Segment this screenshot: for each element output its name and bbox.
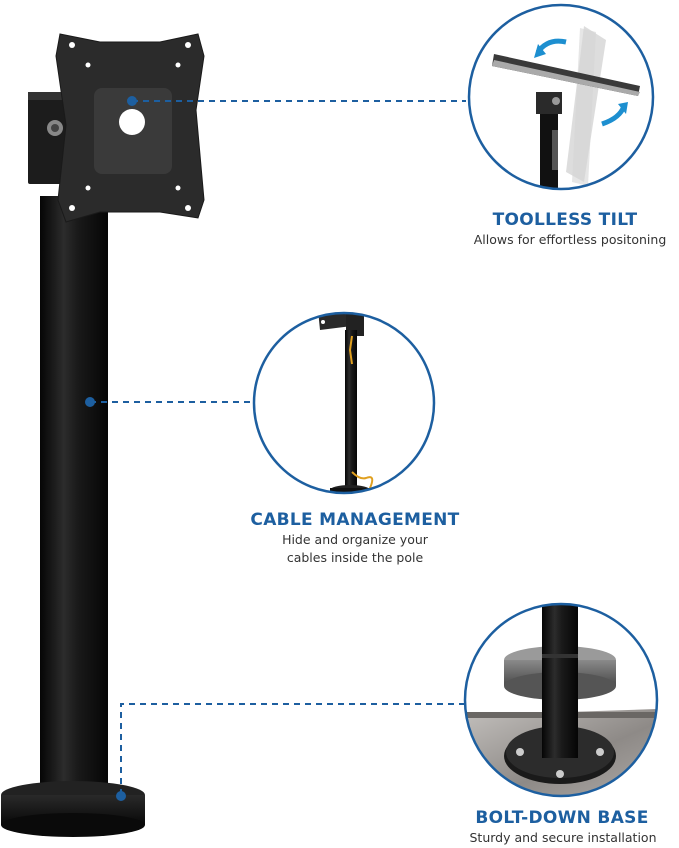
vesa-plate xyxy=(55,33,205,223)
tilt-zoom-image xyxy=(467,3,655,191)
callout-lines xyxy=(90,100,466,795)
main-pole xyxy=(1,92,145,837)
base-title: BOLT-DOWN BASE xyxy=(475,808,649,828)
base-description: Sturdy and secure installation xyxy=(469,830,657,845)
tilt-description: Allows for effortless positoning xyxy=(473,232,667,247)
base-zoom-image xyxy=(463,602,659,798)
cable-description-line-1: Hide and organize your xyxy=(282,532,428,547)
cable-description: Hide and organize your cables inside the… xyxy=(236,531,474,567)
tilt-title: TOOLLESS TILT xyxy=(492,210,638,230)
callout-dot-tilt xyxy=(127,96,137,106)
cable-zoom-image xyxy=(252,311,436,495)
callout-dot-base xyxy=(116,791,126,801)
cable-title: CABLE MANAGEMENT xyxy=(250,510,460,530)
cable-description-line-2: cables inside the pole xyxy=(286,550,424,565)
callout-dot-cable xyxy=(85,397,95,407)
